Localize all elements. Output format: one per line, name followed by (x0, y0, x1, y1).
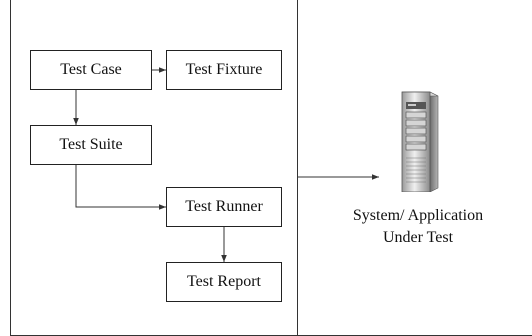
server-tower-icon (401, 91, 439, 192)
test-suite-node: Test Suite (30, 125, 152, 165)
test-runner-node: Test Runner (166, 187, 282, 227)
test-case-node: Test Case (30, 50, 152, 90)
system-label-line1: System/ Application (352, 207, 484, 224)
arrow-suite-to-runner (75, 165, 166, 210)
test-fixture-node: Test Fixture (166, 50, 282, 90)
system-under-test-label: System/ Application Under Test (318, 205, 518, 249)
system-label-line2: Under Test (382, 229, 454, 246)
test-report-node: Test Report (166, 262, 282, 302)
